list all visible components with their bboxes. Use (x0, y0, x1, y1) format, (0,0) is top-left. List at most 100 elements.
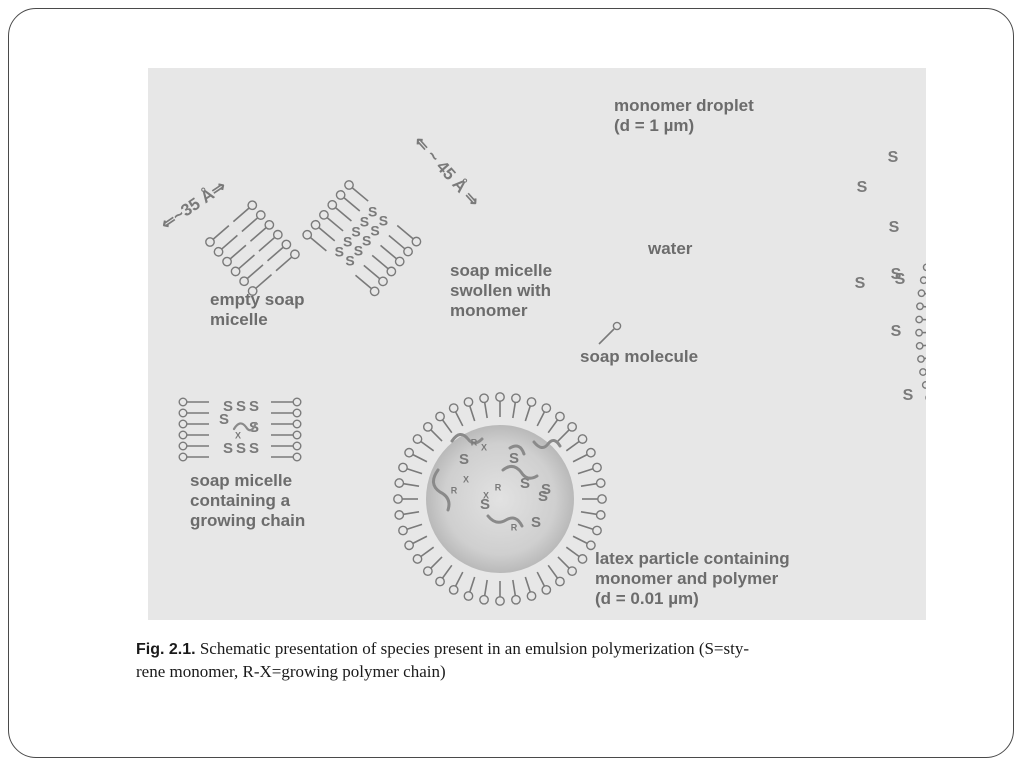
soap-head (178, 397, 188, 407)
soap-head (310, 219, 321, 230)
soap-head (378, 276, 388, 287)
soap-tail (454, 411, 464, 427)
monomer-symbol: S (223, 398, 233, 415)
chain-r-symbol: R (511, 522, 518, 532)
soap-head (394, 510, 405, 520)
monomer-symbol: S (855, 275, 866, 292)
soap-tail (246, 264, 264, 280)
soap-tail (441, 419, 453, 434)
chain-x-symbol: X (481, 442, 487, 452)
soap-head (495, 392, 505, 402)
soap-tail (351, 187, 369, 202)
soap-tail (512, 579, 517, 596)
soap-head (292, 452, 302, 462)
chain-r-symbol: R (471, 437, 478, 447)
soap-head (435, 411, 445, 422)
soap-tail (580, 511, 597, 516)
soap-head (448, 403, 459, 414)
soap-head (264, 219, 275, 230)
growing-chain-micelle-label: soap micelle containing a growing chain (190, 471, 306, 530)
soap-head (592, 525, 602, 536)
soap-tail (212, 224, 230, 240)
monomer-symbol: S (541, 481, 551, 498)
soap-head (281, 239, 292, 250)
soap-head (319, 209, 329, 220)
soap-tail (380, 244, 397, 260)
soap-head (205, 237, 215, 247)
soap-tail (922, 344, 926, 347)
monomer-symbol: S (335, 243, 344, 259)
soap-head (412, 554, 423, 564)
soap-tail (396, 224, 414, 240)
soap-head (178, 441, 188, 451)
monomer-symbol: S (368, 203, 377, 219)
soap-head (585, 540, 596, 551)
soap-tail (343, 197, 361, 212)
soap-head (178, 430, 188, 440)
soap-tail (403, 511, 420, 516)
soap-tail (524, 576, 531, 593)
soap-tail (557, 429, 570, 442)
soap-tail (572, 453, 588, 463)
monomer-symbol: S (889, 219, 900, 236)
soap-head (585, 447, 596, 458)
monomer-symbol: S (236, 440, 246, 457)
soap-head (511, 594, 521, 605)
soap-head (398, 525, 408, 536)
soap-head (272, 229, 283, 240)
soap-tail (309, 236, 327, 252)
soap-head (435, 576, 445, 587)
monomer-symbol: S (379, 212, 388, 228)
monomer-symbol: S (249, 440, 259, 457)
swollen-micelle-label: soap micelle swollen with monomer (450, 261, 553, 320)
empty-micelle-label: empty soap micelle (210, 290, 305, 329)
soap-tail (565, 440, 580, 452)
monomer-symbol: S (888, 149, 899, 166)
figure-caption: Fig. 2.1. Schematic presentation of spec… (136, 638, 936, 683)
empty-micelle-body (205, 200, 300, 296)
soap-tail (334, 207, 352, 222)
soap-tail (229, 244, 247, 260)
chain-x-symbol: X (235, 430, 241, 440)
monomer-symbol: S (895, 271, 906, 288)
monomer-symbol: S (249, 398, 259, 415)
soap-tail (412, 535, 428, 545)
soap-head (915, 328, 923, 337)
soap-tail (923, 305, 926, 308)
monomer-symbol: S (354, 242, 363, 258)
soap-tail (326, 216, 344, 232)
soap-tail (577, 468, 594, 475)
soap-tail (565, 546, 580, 558)
soap-head (178, 452, 188, 462)
soap-tail (275, 256, 293, 272)
monomer-symbol: S (360, 213, 369, 229)
soap-head (922, 263, 926, 272)
monomer-symbol: S (219, 411, 229, 428)
soap-tail (232, 207, 250, 223)
soap-tail (258, 236, 276, 252)
soap-tail (524, 405, 531, 422)
soap-head (921, 381, 926, 389)
soap-tail (572, 535, 588, 545)
monomer-symbol: S (903, 387, 914, 404)
soap-head (448, 584, 459, 595)
soap-head (247, 286, 258, 296)
soap-head (213, 246, 224, 257)
soap-tail (371, 254, 389, 270)
water-label: water (648, 239, 693, 258)
chain-x-symbol: X (483, 490, 489, 500)
soap-head (292, 397, 302, 407)
soap-tail (241, 217, 259, 233)
soap-head (577, 554, 588, 564)
soap-head (526, 397, 537, 407)
soap-head (915, 315, 924, 324)
soap-head (292, 441, 302, 451)
monomer-symbol: S (509, 450, 519, 467)
soap-head (495, 596, 505, 606)
soap-head (597, 494, 607, 504)
soap-head (290, 249, 300, 260)
soap-tail (536, 411, 546, 427)
